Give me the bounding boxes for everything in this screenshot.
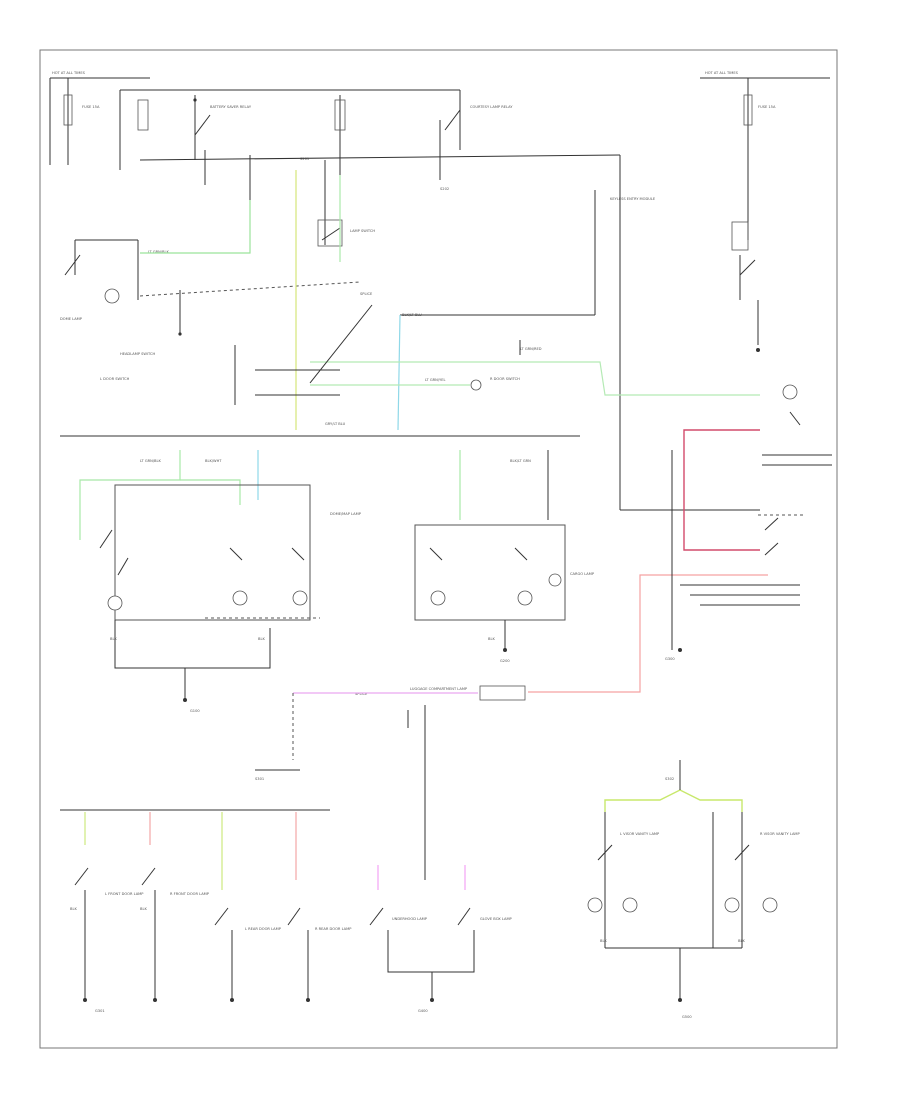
label-g301: G301: [95, 1009, 105, 1013]
label-wire-8: BLK/LT GRN: [510, 459, 531, 463]
battery-saver-relay-symbol: [137, 98, 211, 136]
bottom-lamp-l-rear: [214, 812, 234, 1002]
label-lf-door-lamp: L FRONT DOOR LAMP: [105, 892, 144, 896]
keyless-module-wiring: [528, 411, 832, 693]
label-wire-3: LT GRN/RED: [520, 347, 542, 351]
label-blk-2: BLK: [258, 637, 265, 641]
bottom-lamp-r-front: [141, 812, 157, 1002]
label-blk-4: BLK: [70, 907, 77, 911]
label-lamp-switch: LAMP SWITCH: [350, 229, 375, 233]
label-s201: S201: [300, 157, 309, 161]
label-dome-map-lamp: DOME/MAP LAMP: [330, 512, 362, 516]
mid-switch-cluster: [234, 304, 798, 405]
diagram-frame: [39, 49, 838, 1049]
bottom-lamp-l-front: [74, 812, 89, 1002]
label-blk-3: BLK: [488, 637, 495, 641]
courtesy-relay-symbol: [334, 99, 461, 131]
right-column-switch-symbol: [731, 221, 760, 352]
headlamp-switch-symbol: [139, 281, 361, 336]
label-dome-lamp: DOME LAMP: [60, 317, 83, 321]
label-headlamp-switch: HEADLAMP SWITCH: [120, 352, 156, 356]
label-blk-5: BLK: [140, 907, 147, 911]
label-courtesy-relay: COURTESY LAMP RELAY: [470, 105, 513, 109]
label-g100: G100: [190, 709, 200, 713]
label-s202: S202: [440, 187, 449, 191]
label-fuse-right: FUSE 15A: [758, 105, 776, 109]
label-g200: G200: [500, 659, 510, 663]
dome-lamp-symbol: [64, 254, 120, 304]
label-splice-1: SPLICE: [360, 292, 373, 296]
left-door-switch-block: [79, 450, 320, 702]
label-s302: S302: [665, 777, 674, 781]
label-s301: S301: [255, 777, 264, 781]
label-g300: G300: [665, 657, 675, 661]
visor-lamp-block: [587, 760, 778, 1002]
label-rr-door-lamp: R REAR DOOR LAMP: [315, 927, 352, 931]
bottom-lamp-r-rear: [287, 812, 310, 1002]
label-hot-left: HOT AT ALL TIMES: [52, 71, 86, 75]
label-g500: G500: [682, 1015, 692, 1019]
label-rf-door-lamp: R FRONT DOOR LAMP: [170, 892, 210, 896]
bottom-bus: [60, 769, 330, 811]
label-wire-4: LT GRN/YEL: [425, 378, 446, 382]
label-splice-2: SPLICE: [355, 692, 368, 696]
label-wire-7: BLK/WHT: [205, 459, 222, 463]
label-luggage-lamp: LUGGAGE COMPARTMENT LAMP: [410, 687, 468, 691]
label-blk-1: BLK: [110, 637, 117, 641]
label-keyless-module: KEYLESS ENTRY MODULE: [610, 197, 656, 201]
lamp-switch-symbol: [317, 219, 343, 247]
wire-lt-blu: [397, 314, 401, 431]
right-door-switch-block: [414, 450, 566, 652]
label-wire-6: LT GRN/BLK: [140, 459, 161, 463]
label-hot-right: HOT AT ALL TIMES: [705, 71, 739, 75]
label-cargo-lamp: CARGO LAMP: [570, 572, 595, 576]
label-wire-5: GRY/LT BLU: [325, 422, 346, 426]
label-lr-door-lamp: L REAR DOOR LAMP: [245, 927, 282, 931]
label-l-visor-lamp: L VISOR VANITY LAMP: [620, 832, 660, 836]
label-underhood-lamp: UNDERHOOD LAMP: [392, 917, 428, 921]
label-wire-1: LT GRN/BLK: [148, 250, 169, 254]
luggage-lamp-wiring: [292, 685, 526, 880]
label-blk-6: BLK: [600, 939, 607, 943]
label-r-door-switch: R DOOR SWITCH: [490, 377, 520, 381]
fuse-right-symbol: [743, 94, 753, 126]
power-feed-section: [49, 77, 830, 511]
label-r-visor-lamp: R VISOR VANITY LAMP: [760, 832, 801, 836]
wire-lt-grn-upper: [140, 200, 251, 254]
label-l-door-switch: L DOOR SWITCH: [100, 377, 130, 381]
label-glove-lamp: GLOVE BOX LAMP: [480, 917, 513, 921]
wire-lt-grn-mid: [310, 361, 760, 396]
label-fuse-left: FUSE 15A: [82, 105, 100, 109]
label-g400: G400: [418, 1009, 428, 1013]
fuse-left-symbol: [63, 94, 73, 126]
bottom-lamp-underhood-glove: [369, 865, 475, 1002]
label-battery-saver: BATTERY SAVER RELAY: [210, 105, 252, 109]
